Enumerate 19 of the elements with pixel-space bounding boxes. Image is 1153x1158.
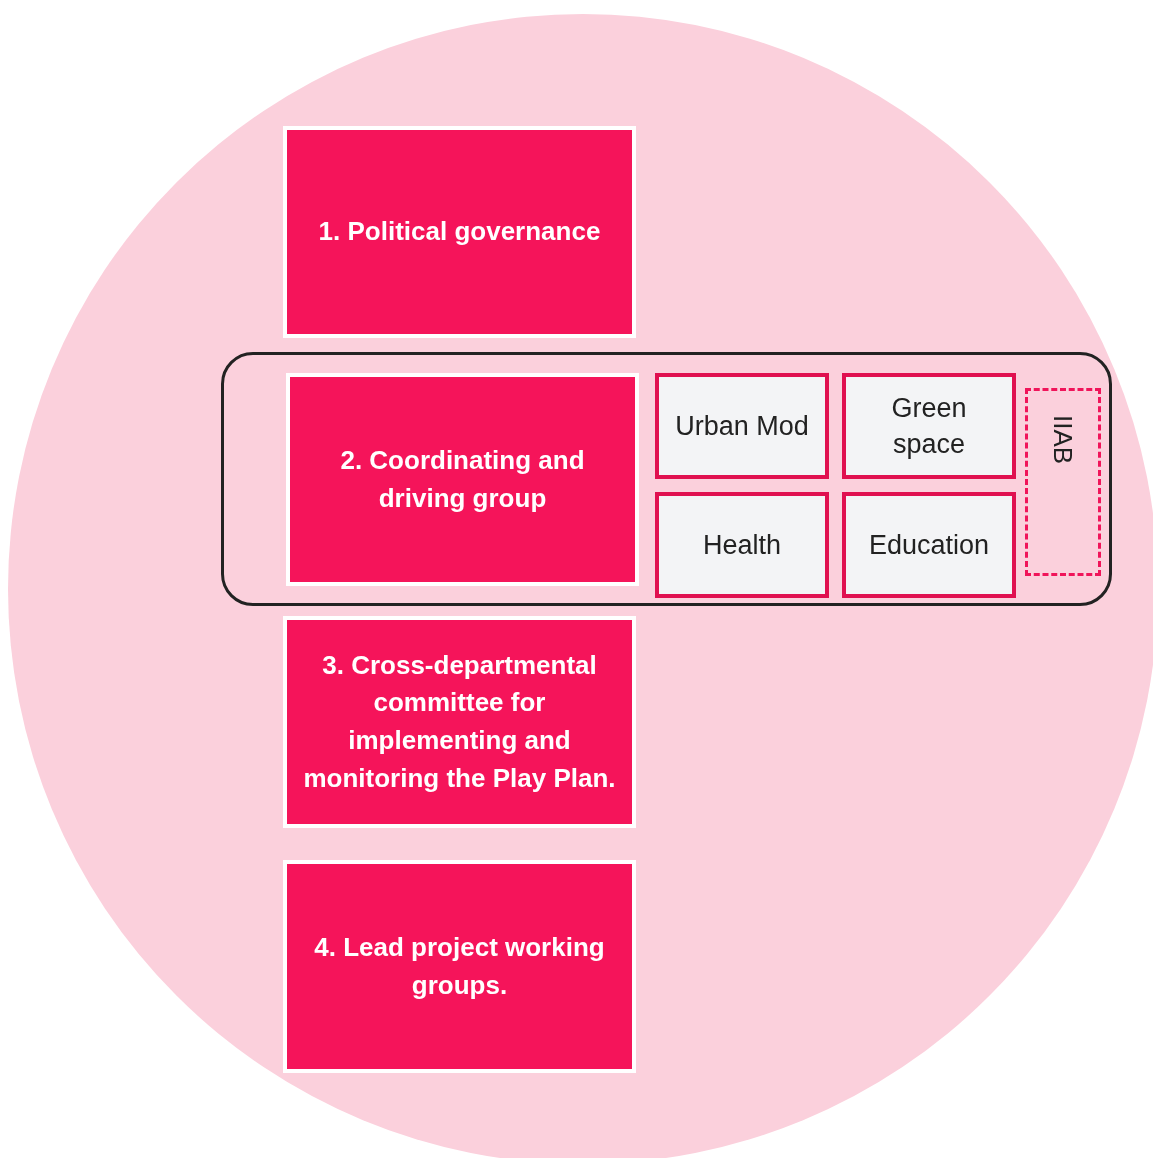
level-label: 1. Political governance [318,215,601,249]
department-box [842,492,1016,598]
vertical-label: IIAB [1050,415,1076,465]
department-label: Health [702,528,781,562]
department-label: Green space [890,391,968,461]
level-box [283,860,636,1073]
group-outline [221,352,1112,606]
level-box [286,373,639,586]
department-box [842,373,1016,479]
level-label: 2. Coordinating and driving group [339,443,586,515]
level-box [283,126,636,338]
department-label: Urban Mod [675,409,809,443]
level-box [283,616,636,828]
department-box [655,492,829,598]
department-box [655,373,829,479]
department-label: Education [868,528,990,562]
dashed-box [1025,388,1101,576]
level-label: 3. Cross-departmental committee for implementing and monitoring the Play Plan. [302,648,617,795]
level-label: 4. Lead project working groups. [313,930,606,1002]
